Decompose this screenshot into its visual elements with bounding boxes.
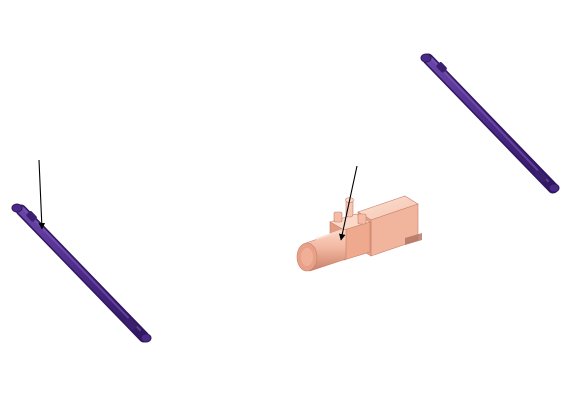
power-unit-icon	[296, 195, 422, 272]
left-cylinder-icon	[11, 203, 152, 343]
center-pointer-arrow	[339, 165, 358, 241]
right-cylinder-icon	[420, 53, 560, 194]
left-pointer-arrow	[38, 159, 46, 230]
